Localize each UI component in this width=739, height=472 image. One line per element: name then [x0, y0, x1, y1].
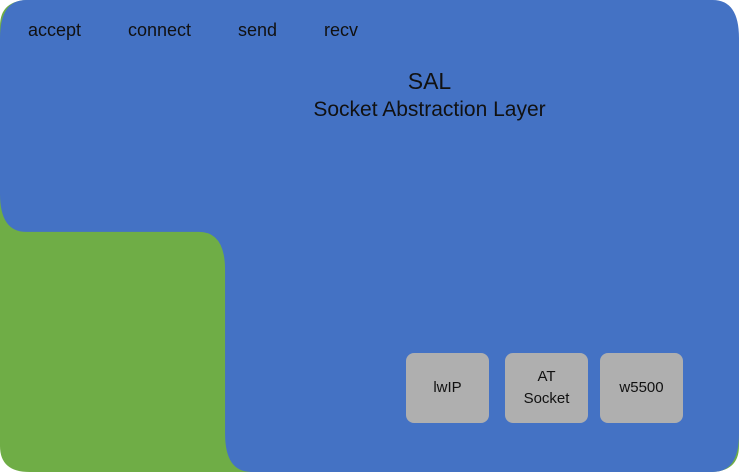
sal-api-connect[interactable]: connect [127, 20, 192, 40]
sal-api-list: accept connect send recv [28, 20, 358, 41]
driver-box-at-socket[interactable]: AT Socket [505, 353, 588, 423]
sal-layer-subtitle: Socket Abstraction Layer [313, 98, 546, 121]
sal-api-accept[interactable]: accept [28, 20, 82, 40]
sal-layer-caption: SAL Socket Abstraction Layer [120, 68, 739, 122]
driver-box-w5500-line1: w5500 [619, 379, 664, 397]
driver-box-w5500[interactable]: w5500 [600, 353, 683, 423]
sal-api-recv[interactable]: recv [323, 20, 358, 40]
sal-layer-title: SAL [407, 68, 452, 94]
driver-box-at-socket-line1: AT [537, 368, 556, 386]
driver-box-lwip[interactable]: lwIP [406, 353, 489, 423]
driver-box-lwip-line1: lwIP [433, 379, 462, 397]
sal-api-send[interactable]: send [237, 20, 278, 40]
driver-box-at-socket-line2: Socket [523, 390, 570, 407]
